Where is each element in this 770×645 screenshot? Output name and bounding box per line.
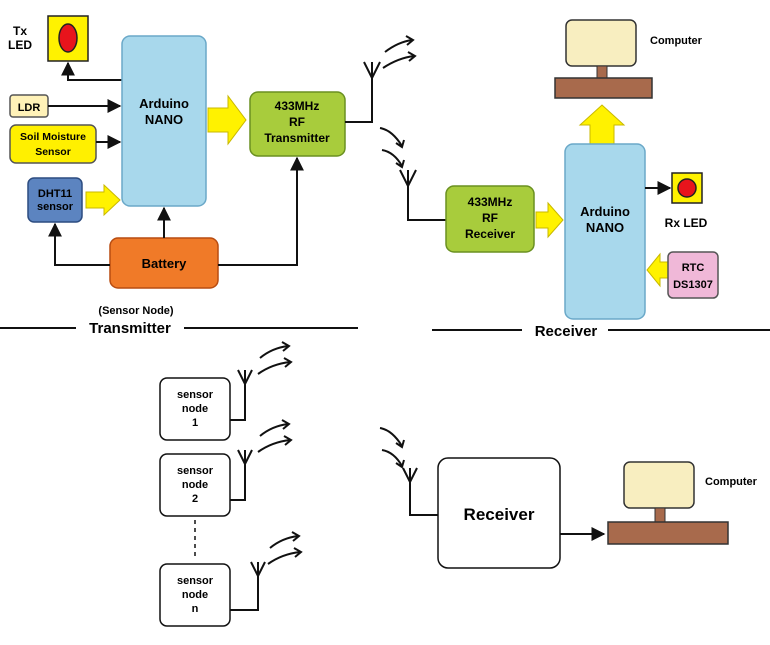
rf-receiver-box: [445, 185, 535, 253]
rx-led-label: Rx LED: [665, 216, 708, 230]
receiver-title: Receiver: [535, 323, 598, 340]
tx-antenna-icon: [345, 35, 417, 123]
soil-sensor-box: [9, 124, 97, 164]
network-receiver-label: Receiver: [464, 505, 535, 524]
sensor-node-n-label-3: n: [192, 603, 199, 615]
rf-transmitter-box: [249, 91, 346, 157]
sensor-node-n-box: [159, 563, 231, 627]
rx-computer-label: Computer: [650, 35, 703, 47]
tx-led: [47, 15, 89, 62]
sensor-node-2-antenna-icon: [230, 419, 293, 501]
network-receiver-antenna-icon: [379, 427, 438, 516]
rf-receiver-label-1: 433MHz: [468, 195, 513, 209]
dht11-label-1: DHT11: [38, 188, 72, 200]
sensor-node-1-box: [159, 377, 231, 441]
rtc-to-arduino-arrow: [646, 252, 669, 288]
sensor-node-1-label-3: 1: [192, 417, 198, 429]
sensor-node-caption: (Sensor Node): [98, 305, 174, 317]
dht11-data-arrow: [85, 183, 121, 217]
rx-arduino-to-computer-arrow: [578, 104, 626, 145]
sensor-node-1-antenna-icon: [230, 341, 293, 421]
rx-computer-icon: [554, 19, 653, 99]
rf-transmitter-label-3: Transmitter: [264, 131, 330, 145]
rf-receiver-label-2: RF: [482, 211, 498, 225]
tx-arduino-label-2: NANO: [145, 112, 183, 127]
sensor-node-1-label-1: sensor: [177, 389, 214, 401]
rtc-label-1: RTC: [682, 262, 705, 274]
transmitter-title: Transmitter: [89, 320, 171, 337]
rx-arduino-label-1: Arduino: [580, 204, 630, 219]
rf-to-rx-arduino-arrow: [535, 201, 564, 239]
battery-to-dht11-wire: [48, 222, 110, 266]
sensor-node-1-label-2: node: [182, 403, 208, 415]
sensor-node-2-label-3: 2: [192, 493, 198, 505]
rf-transmitter-label-2: RF: [289, 115, 305, 129]
rx-arduino-box: [564, 143, 646, 320]
sensor-node-2-label-2: node: [182, 479, 208, 491]
soil-sensor-label-2: Sensor: [35, 146, 71, 158]
tx-led-connector: [61, 61, 122, 81]
tx-led-label-2: LED: [8, 38, 32, 52]
sensor-node-n-label-2: node: [182, 589, 208, 601]
rf-transmitter-label-1: 433MHz: [275, 99, 320, 113]
sensor-node-n-antenna-icon: [230, 531, 303, 611]
battery-to-rf-wire: [218, 156, 304, 266]
soil-sensor-label-1: Soil Moisture: [20, 131, 86, 143]
rx-led: [671, 172, 703, 204]
battery-label: Battery: [142, 256, 188, 271]
rx-antenna-icon: [379, 127, 446, 221]
rx-arduino-label-2: NANO: [586, 220, 624, 235]
sensor-node-2-box: [159, 453, 231, 517]
network-receiver-box: [437, 457, 561, 569]
network-computer-label: Computer: [705, 476, 758, 488]
network-computer-icon: [607, 461, 729, 545]
tx-arduino-label-1: Arduino: [139, 96, 189, 111]
ldr-label: LDR: [18, 102, 41, 114]
tx-arduino-box: [121, 35, 207, 207]
rtc-box: [667, 251, 719, 299]
dht11-label-2: sensor: [37, 201, 74, 213]
rtc-label-2: DS1307: [673, 279, 713, 291]
sensor-node-n-label-1: sensor: [177, 575, 214, 587]
dht11-box: [27, 177, 83, 223]
sensor-node-2-label-1: sensor: [177, 465, 214, 477]
rf-receiver-label-3: Receiver: [465, 227, 515, 241]
tx-led-label-1: Tx: [13, 24, 27, 38]
tx-arduino-to-rf-arrow: [207, 94, 247, 146]
